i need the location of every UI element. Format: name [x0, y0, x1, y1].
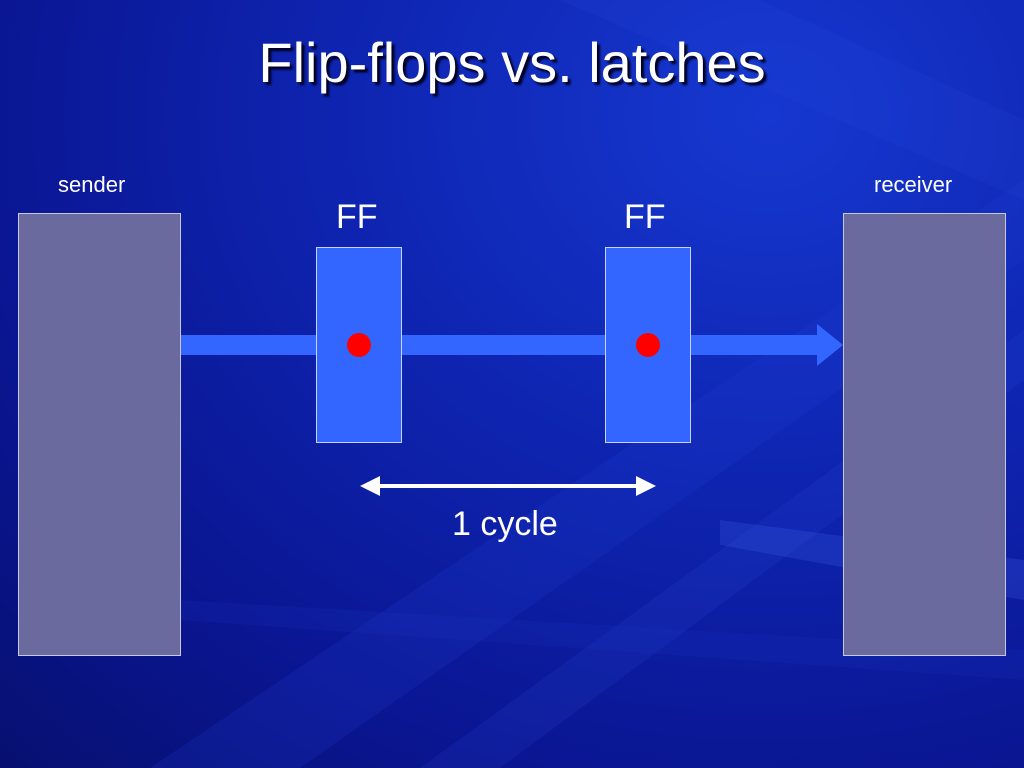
- wire-ff1-to-ff2: [401, 335, 606, 355]
- sender-block: [18, 213, 181, 656]
- slide-title: Flip-flops vs. latches: [258, 31, 766, 94]
- flip-flop-left: [316, 247, 402, 443]
- receiver-block: [843, 213, 1006, 656]
- wire-ff2-to-receiver: [690, 335, 818, 355]
- clock-dot-left: [347, 333, 371, 357]
- receiver-label: receiver: [874, 172, 953, 197]
- clock-dot-right: [636, 333, 660, 357]
- sender-label: sender: [58, 172, 126, 197]
- ff-right-label: FF: [624, 198, 666, 236]
- ff-left-label: FF: [336, 198, 378, 236]
- cycle-label: 1 cycle: [452, 505, 558, 543]
- wire-sender-to-ff1: [181, 335, 317, 355]
